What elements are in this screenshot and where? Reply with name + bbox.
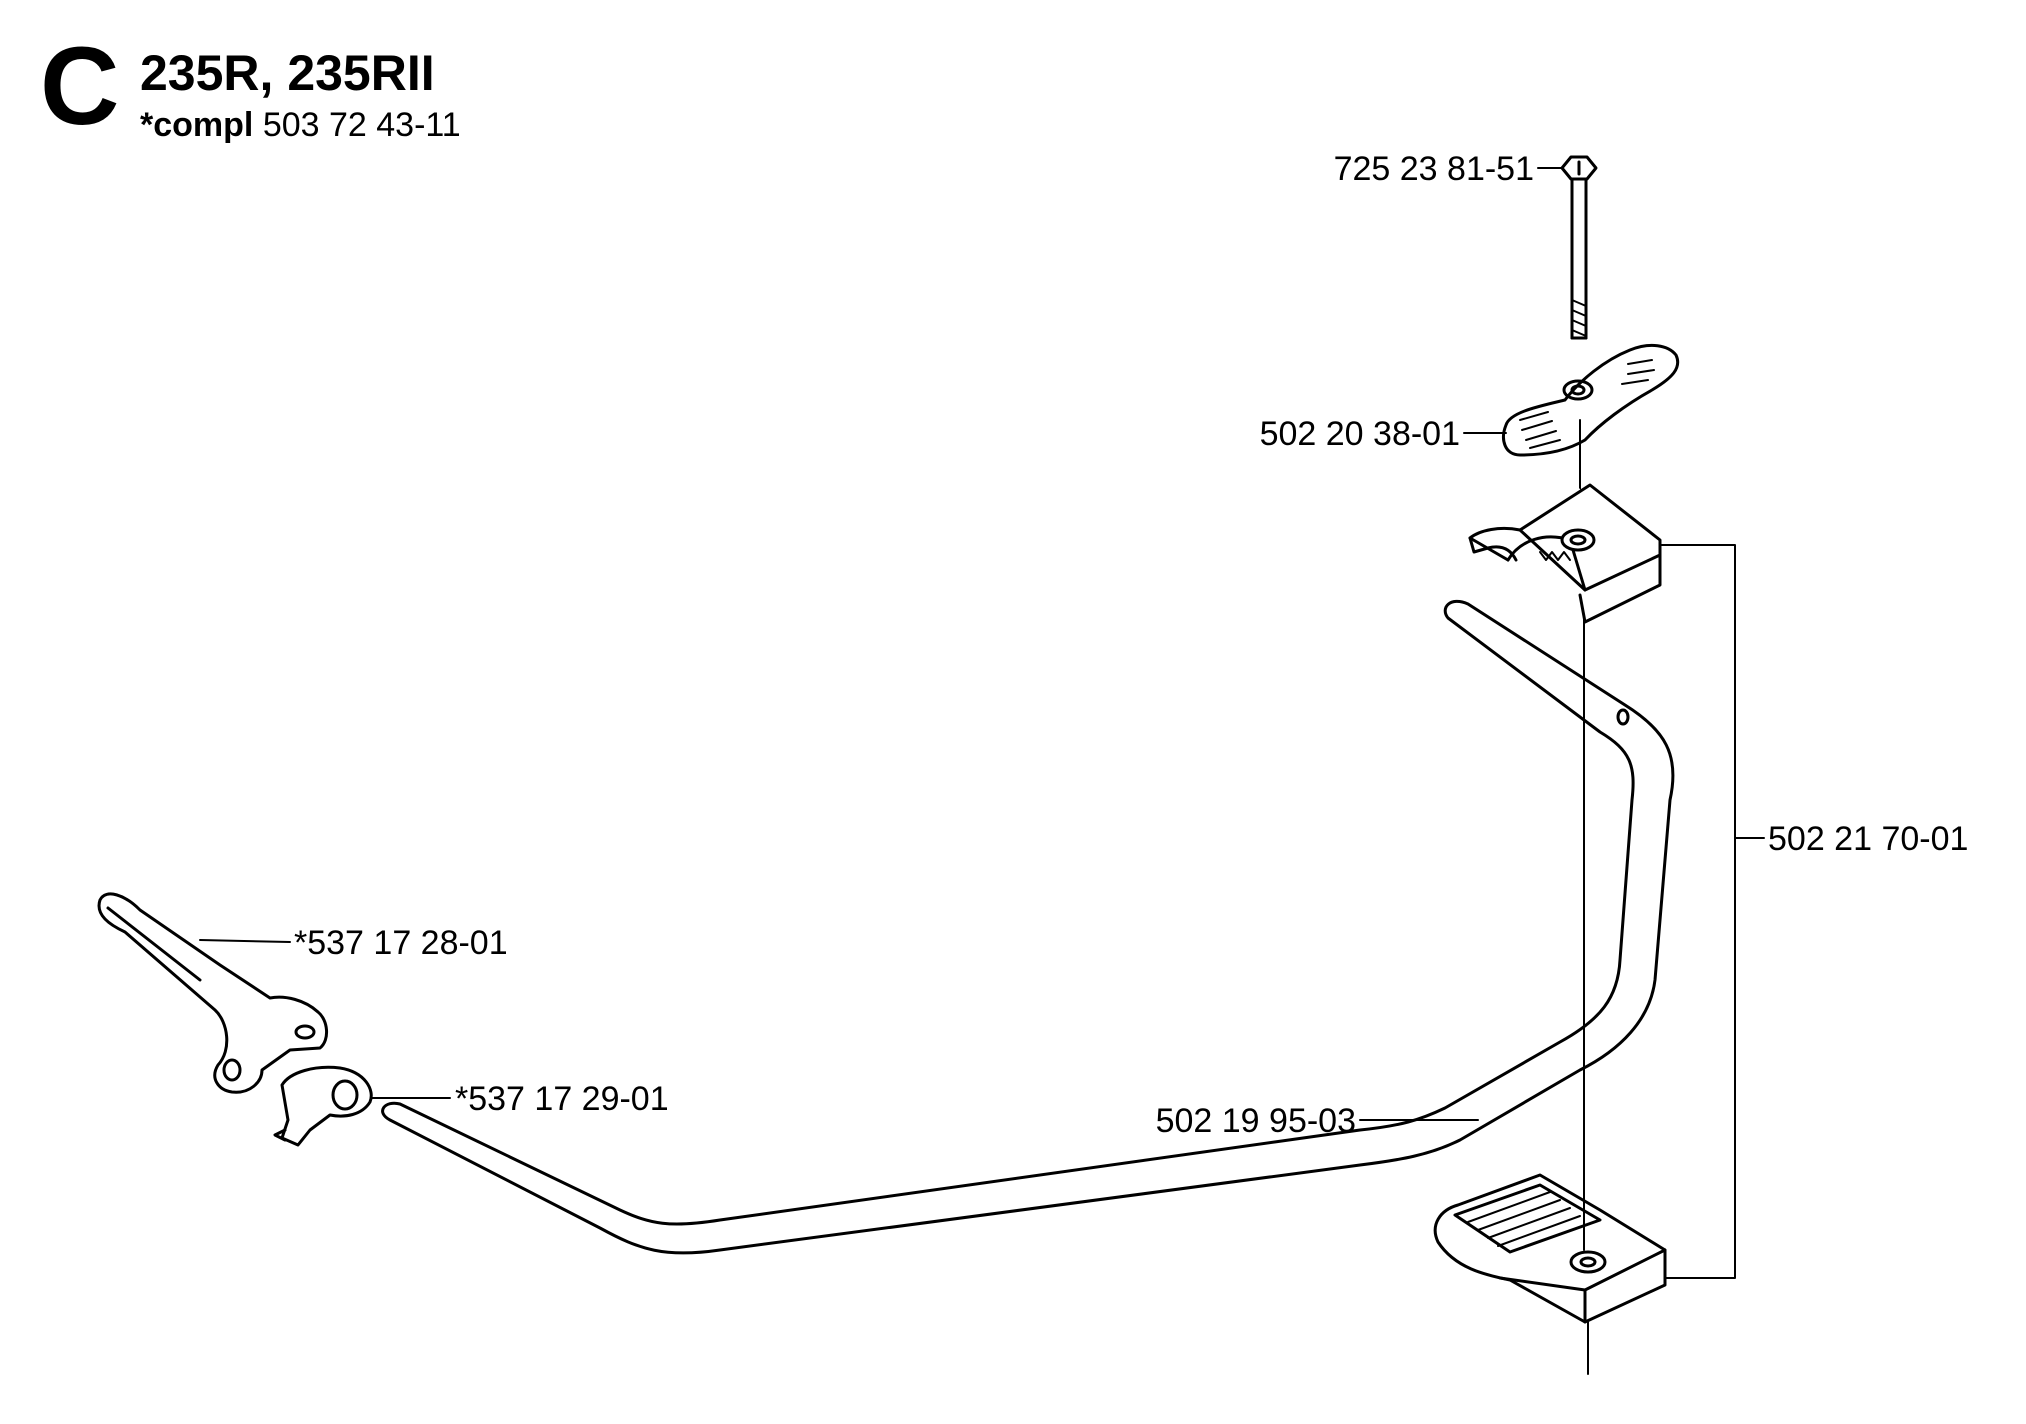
leader-grip xyxy=(199,939,291,943)
callout-handle-bar: 502 19 95-03 xyxy=(1156,1102,1356,1140)
grip-insert-drawing xyxy=(273,1065,373,1147)
handle-bar-drawing xyxy=(381,599,1675,1255)
callout-clamp: 502 21 70-01 xyxy=(1768,820,1968,858)
page-title: 235R, 235RII xyxy=(140,45,435,101)
leader-clamp xyxy=(1659,544,1765,1279)
compl-line: *compl 503 72 43-11 xyxy=(140,108,461,142)
section-letter: C xyxy=(40,25,120,148)
callout-grip: *537 17 28-01 xyxy=(294,924,508,962)
bottom-clamp-drawing xyxy=(1433,1173,1667,1375)
compl-number: 503 72 43-11 xyxy=(262,106,461,144)
bolt-drawing xyxy=(1560,155,1598,340)
grip-drawing xyxy=(97,892,328,1094)
knob-drawing xyxy=(1502,343,1680,541)
top-clamp-drawing xyxy=(1468,480,1662,624)
callout-knob: 502 20 38-01 xyxy=(1260,415,1460,453)
callout-grip-insert: *537 17 29-01 xyxy=(455,1080,669,1118)
compl-label: *compl xyxy=(140,106,254,144)
callout-bolt: 725 23 81-51 xyxy=(1334,150,1534,188)
